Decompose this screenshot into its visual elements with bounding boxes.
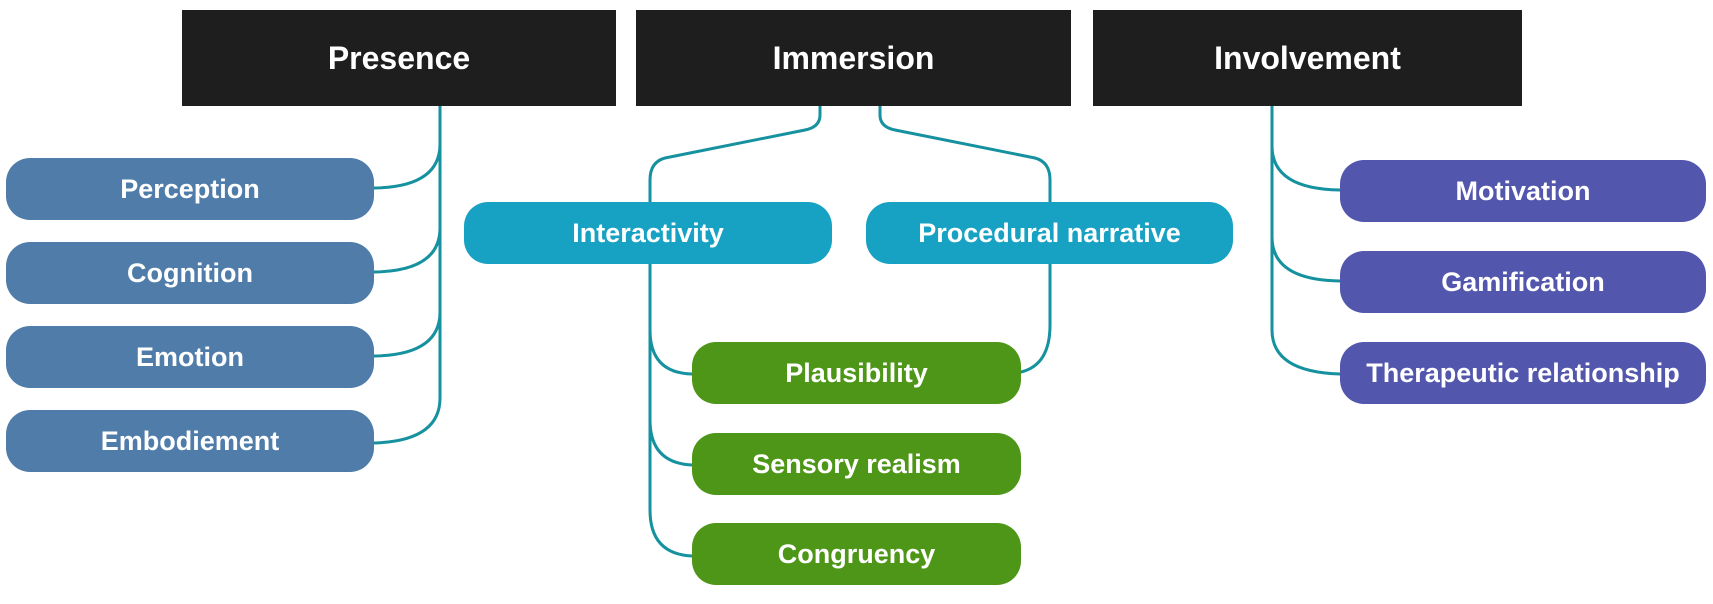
header-presence: Presence — [182, 10, 616, 106]
immersion-item-label: Plausibility — [785, 357, 928, 388]
immersion-branch-interactivity: Interactivity — [464, 202, 832, 264]
immersion-item-congruency: Congruency — [692, 523, 1021, 585]
presence-trunk — [372, 103, 442, 445]
header-involvement: Involvement — [1093, 10, 1522, 106]
presence-item-label: Emotion — [136, 341, 244, 372]
involvement-item-gamification: Gamification — [1340, 251, 1706, 313]
presence-item-label: Cognition — [127, 257, 253, 288]
narrative-connector-plausibility — [1019, 260, 1052, 374]
presence-connector-cognition — [372, 226, 442, 274]
involvement-trunk — [1270, 103, 1342, 376]
interactivity-trunk — [648, 260, 694, 558]
header-immersion-label: Immersion — [772, 39, 935, 76]
immersion-item-plausibility: Plausibility — [692, 342, 1021, 404]
involvement-connector-motivation — [1270, 144, 1342, 192]
presence-item-embodiement: Embodiement — [6, 410, 374, 472]
immersion-item-sensory-realism: Sensory realism — [692, 433, 1021, 495]
presence-item-label: Embodiement — [100, 425, 280, 456]
header-immersion: Immersion — [636, 10, 1071, 106]
immersion-connector-left — [648, 103, 822, 204]
interactivity-connector-plausibility — [648, 328, 694, 376]
involvement-item-label: Gamification — [1441, 266, 1605, 297]
presence-item-perception: Perception — [6, 158, 374, 220]
header-presence-label: Presence — [327, 39, 471, 76]
immersion-branch-label: Procedural narrative — [918, 217, 1181, 248]
immersion-item-label: Congruency — [777, 538, 936, 569]
immersion-connector-right — [878, 103, 1052, 204]
immersion-item-label: Sensory realism — [752, 448, 961, 479]
involvement-item-label: Motivation — [1455, 175, 1591, 206]
involvement-item-motivation: Motivation — [1340, 160, 1706, 222]
presence-connector-perception — [372, 142, 442, 190]
presence-connector-emotion — [372, 310, 442, 358]
involvement-item-label: Therapeutic relationship — [1366, 357, 1680, 388]
immersion-branch-label: Interactivity — [572, 217, 724, 248]
involvement-item-therapeutic-relationship: Therapeutic relationship — [1340, 342, 1706, 404]
presence-item-label: Perception — [120, 173, 260, 204]
involvement-connector-gamification — [1270, 235, 1342, 283]
immersion-branch-procedural-narrative: Procedural narrative — [866, 202, 1233, 264]
header-involvement-label: Involvement — [1214, 39, 1401, 76]
interactivity-connector-sensory — [648, 418, 694, 467]
presence-item-emotion: Emotion — [6, 326, 374, 388]
presence-item-cognition: Cognition — [6, 242, 374, 304]
